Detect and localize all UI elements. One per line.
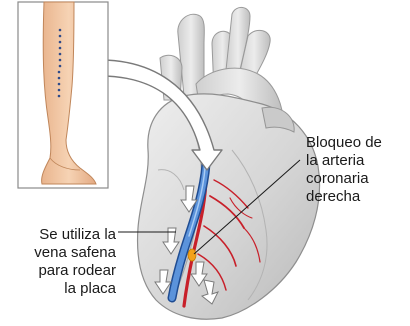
- blockage-label: Bloqueo de la arteria coronaria derecha: [306, 134, 410, 206]
- saphenous-vein-label: Se utiliza la vena safena para rodear la…: [8, 226, 116, 298]
- leg-inset: [18, 2, 108, 188]
- plaque: [188, 249, 196, 261]
